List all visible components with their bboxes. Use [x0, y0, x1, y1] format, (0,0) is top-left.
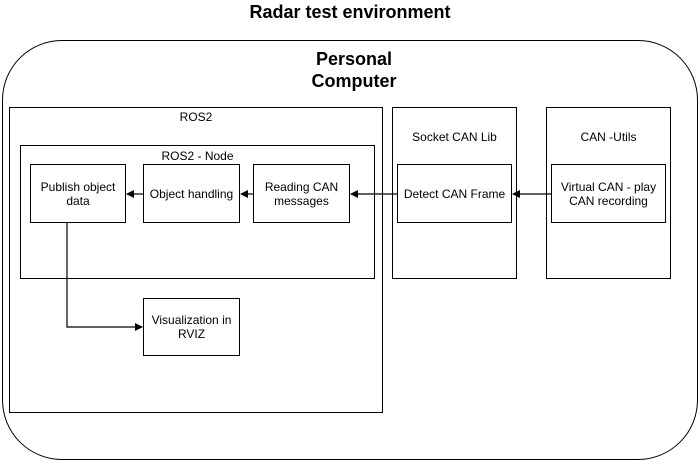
virtual-can-box: Virtual CAN - play CAN recording — [551, 164, 666, 223]
can-utils-label: CAN -Utils — [580, 130, 637, 144]
personal-computer-boundary — [2, 40, 698, 460]
publish-object-data-text: Publish object data — [40, 179, 116, 208]
personal-computer-label-line2: Computer — [311, 71, 397, 91]
ros2-container — [9, 107, 383, 413]
publish-object-data-box: Publish object data — [30, 164, 126, 223]
diagram-title: Radar test environment — [249, 2, 451, 22]
reading-can-messages-box: Reading CAN messages — [253, 164, 350, 223]
arrow-publish-to-visualization — [66, 223, 143, 331]
virtual-can-text: Virtual CAN - play CAN recording — [560, 179, 657, 208]
personal-computer-label: Personal Computer — [254, 48, 454, 92]
visualization-rviz-box: Visualization in RVIZ — [143, 298, 240, 356]
detect-can-frame-box: Detect CAN Frame — [397, 164, 512, 223]
personal-computer-label-line1: Personal — [315, 49, 393, 69]
ros2-label: ROS2 — [179, 110, 213, 124]
visualization-rviz-text: Visualization in RVIZ — [151, 313, 232, 341]
detect-can-frame-text: Detect CAN Frame — [403, 186, 506, 201]
ros2-node-label: ROS2 - Node — [161, 149, 234, 163]
object-handling-text: Object handling — [149, 186, 234, 201]
reading-can-messages-text: Reading CAN messages — [264, 179, 339, 208]
can-utils-container — [546, 107, 671, 279]
ros2-node-container — [20, 145, 375, 279]
object-handling-box: Object handling — [143, 164, 240, 223]
socket-can-lib-label: Socket CAN Lib — [412, 130, 497, 144]
